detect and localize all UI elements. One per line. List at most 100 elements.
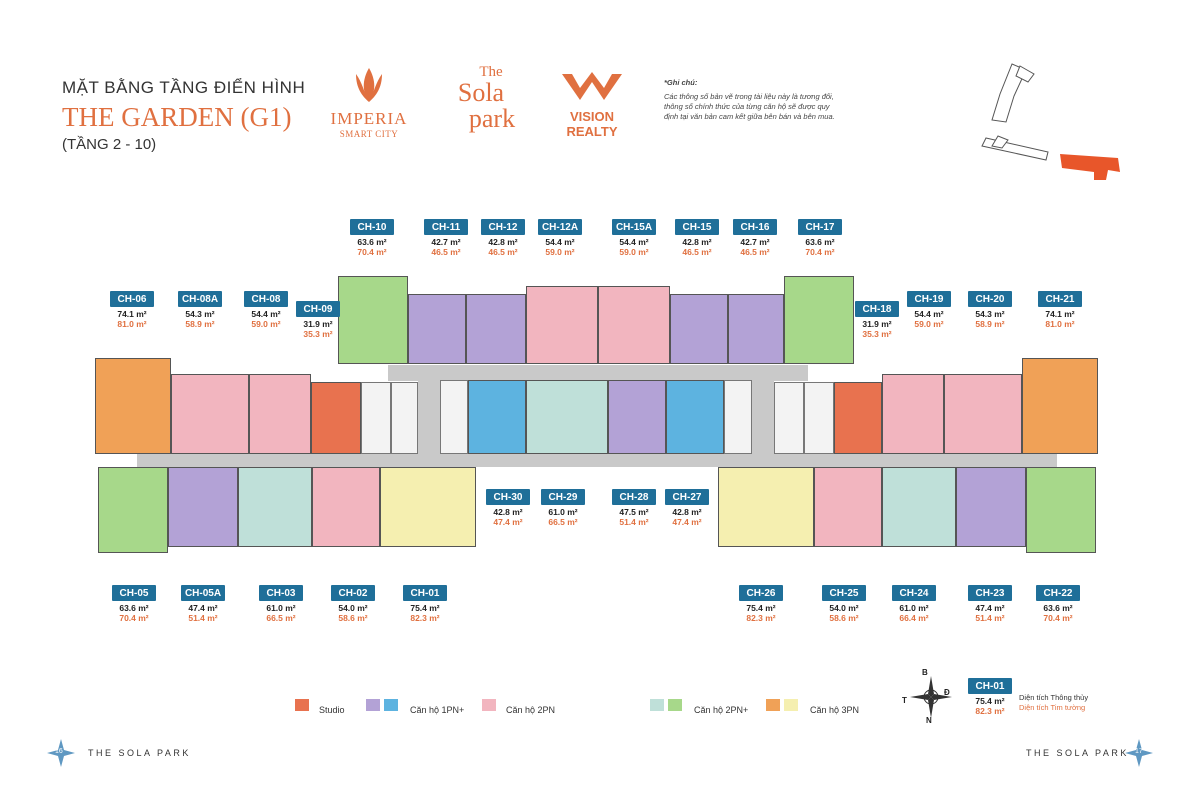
- footer-brand-right: THE SOLA PARK: [1026, 748, 1129, 758]
- page-number-left: 16: [55, 748, 63, 755]
- unit-ch-28[interactable]: [608, 380, 666, 454]
- legend-swatch-1pn-b: [384, 699, 398, 711]
- unit-ch-15a[interactable]: [598, 286, 670, 364]
- unit-ch-27[interactable]: [666, 380, 724, 454]
- tag-net-area: 42.8 m²: [488, 237, 518, 247]
- note-title: *Ghi chú:: [664, 78, 698, 87]
- key-gross-area-label: Diện tích Tim tường: [1019, 703, 1086, 712]
- tag-net-area: 31.9 m²: [303, 319, 333, 329]
- tag-gross-area: 81.0 m²: [117, 319, 147, 329]
- tag-code: CH-28: [612, 489, 656, 505]
- tag-gross-area: 35.3 m²: [303, 329, 333, 339]
- stair-core-right-2: [804, 382, 834, 454]
- tag-gross-area: 58.9 m²: [185, 319, 215, 329]
- tag-gross-area: 47.4 m²: [493, 517, 523, 527]
- unit-ch-03[interactable]: [238, 467, 312, 547]
- unit-ch-30[interactable]: [468, 380, 526, 454]
- tag-net-area: 61.0 m²: [548, 507, 578, 517]
- unit-ch-05[interactable]: [98, 467, 168, 553]
- tag-code: CH-05A: [181, 585, 225, 601]
- tag-code: CH-29: [541, 489, 585, 505]
- tag-code: CH-01: [403, 585, 447, 601]
- legend-swatch-studio: [295, 699, 309, 711]
- tag-code: CH-25: [822, 585, 866, 601]
- tag-gross-area: 58.6 m²: [338, 613, 368, 623]
- unit-ch-09[interactable]: [311, 382, 361, 454]
- unit-ch-02[interactable]: [312, 467, 380, 547]
- unit-ch-22[interactable]: [1026, 467, 1096, 553]
- tag-net-area: 42.7 m²: [431, 237, 461, 247]
- unit-ch-19[interactable]: [882, 374, 944, 454]
- tag-gross-area: 70.4 m²: [805, 247, 835, 257]
- unit-ch-11[interactable]: [408, 294, 466, 364]
- tag-gross-area: 70.4 m²: [119, 613, 149, 623]
- tag-code: CH-20: [968, 291, 1012, 307]
- tag-code: CH-16: [733, 219, 777, 235]
- unit-ch-18[interactable]: [834, 382, 882, 454]
- tag-code: CH-03: [259, 585, 303, 601]
- unit-ch-08[interactable]: [249, 374, 311, 454]
- legend-swatch-2pn: [482, 699, 496, 711]
- tag-gross-area: 82.3 m²: [746, 613, 776, 623]
- legend-label-2pn: Căn hộ 2PN: [506, 705, 556, 715]
- unit-ch-12[interactable]: [466, 294, 526, 364]
- tag-net-area: 74.1 m²: [1045, 309, 1075, 319]
- unit-ch-23[interactable]: [956, 467, 1026, 547]
- vision-emblem-icon: [562, 72, 622, 100]
- tag-net-area: 63.6 m²: [805, 237, 835, 247]
- tag-code: CH-21: [1038, 291, 1082, 307]
- key-gross-area: 82.3 m²: [975, 706, 1005, 716]
- unit-ch-17[interactable]: [784, 276, 854, 364]
- page-badge-left: 16: [46, 738, 76, 768]
- unit-ch-29[interactable]: [526, 380, 608, 454]
- unit-ch-24[interactable]: [882, 467, 956, 547]
- unit-ch-10[interactable]: [338, 276, 408, 364]
- tag-code: CH-06: [110, 291, 154, 307]
- unit-ch-06[interactable]: [95, 358, 171, 454]
- page-number-right: 17: [1135, 748, 1143, 755]
- unit-ch-12a[interactable]: [526, 286, 598, 364]
- plan-heading: MẶT BẰNG TẦNG ĐIỂN HÌNH: [62, 78, 306, 97]
- tag-net-area: 63.6 m²: [1043, 603, 1073, 613]
- unit-ch-25[interactable]: [814, 467, 882, 547]
- tag-net-area: 75.4 m²: [746, 603, 776, 613]
- tag-code: CH-15: [675, 219, 719, 235]
- tag-net-area: 63.6 m²: [119, 603, 149, 613]
- unit-ch-08a[interactable]: [171, 374, 249, 454]
- tag-gross-area: 58.9 m²: [975, 319, 1005, 329]
- unit-ch-21[interactable]: [1022, 358, 1098, 454]
- footer-brand-left: THE SOLA PARK: [88, 748, 191, 758]
- tag-net-area: 31.9 m²: [862, 319, 892, 329]
- legend-label-3pn: Căn hộ 3PN: [810, 705, 860, 715]
- unit-ch-15[interactable]: [670, 294, 728, 364]
- tag-code: CH-12: [481, 219, 525, 235]
- unit-ch-05a[interactable]: [168, 467, 238, 547]
- tag-net-area: 63.6 m²: [357, 237, 387, 247]
- unit-ch-16[interactable]: [728, 294, 784, 364]
- tag-code: CH-05: [112, 585, 156, 601]
- star-ornament-icon: [47, 739, 75, 767]
- legend-swatch-3pn-b: [784, 699, 798, 711]
- unit-ch-01[interactable]: [380, 467, 476, 547]
- legend-label-1pn: Căn hộ 1PN+: [410, 705, 465, 715]
- unit-ch-26[interactable]: [718, 467, 814, 547]
- tag-gross-area: 66.5 m²: [548, 517, 578, 527]
- tag-net-area: 47.4 m²: [975, 603, 1005, 613]
- unit-ch-20[interactable]: [944, 374, 1022, 454]
- tag-net-area: 54.4 m²: [251, 309, 281, 319]
- tag-gross-area: 47.4 m²: [672, 517, 702, 527]
- tag-gross-area: 70.4 m²: [1043, 613, 1073, 623]
